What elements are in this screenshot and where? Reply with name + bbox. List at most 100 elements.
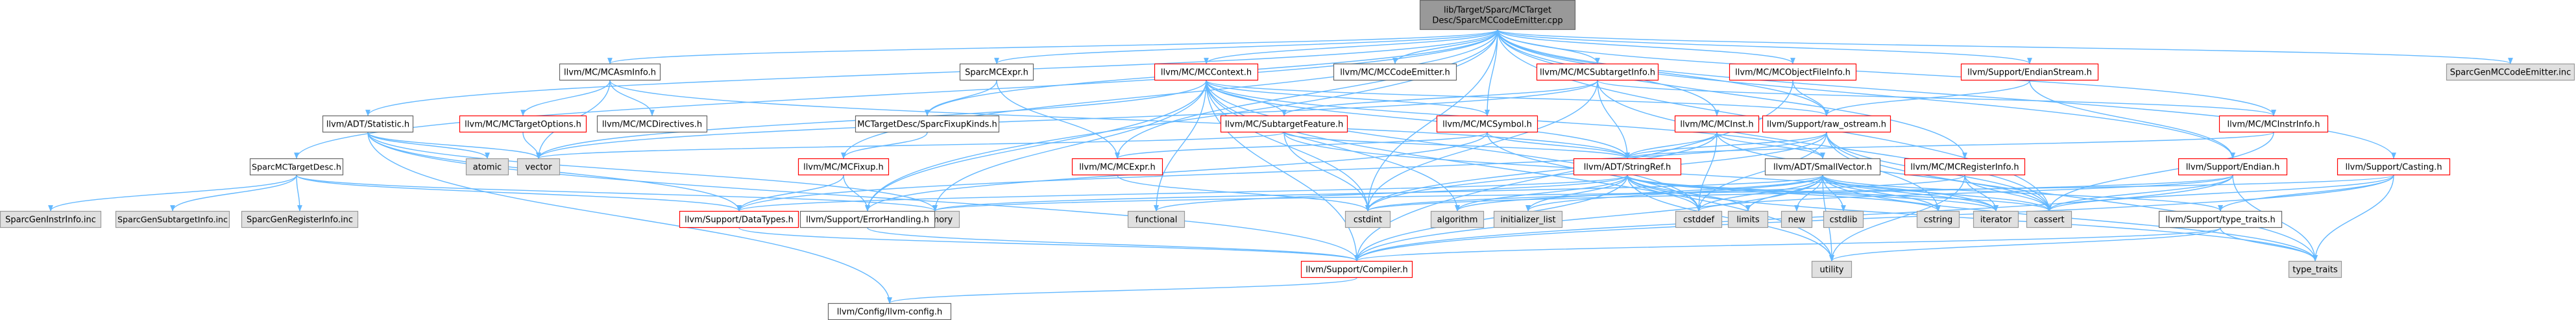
edge-MCFixup-to-DataTypes [736,175,844,212]
node-SparcGenMCCodeEmitter: SparcGenMCCodeEmitter.inc [2446,63,2575,81]
node-SparcMCTargetDesc[interactable]: SparcMCTargetDesc.h [249,158,344,176]
node-Compiler[interactable]: llvm/Support/Compiler.h [1300,260,1413,278]
node-MCAsmInfo[interactable]: llvm/MC/MCAsmInfo.h [559,63,661,81]
edge-raw_ostream-to-type_traits [1826,132,2318,262]
node-raw_ostream[interactable]: llvm/Support/raw_ostream.h [1762,115,1891,133]
node-SparcGenSubtargetInfo: SparcGenSubtargetInfo.inc [115,210,230,228]
node-SparcFixupKinds[interactable]: MCTargetDesc/SparcFixupKinds.h [855,115,1000,133]
node-box-limits [1727,210,1769,228]
edge-MCSubtargetInfo-to-vector [536,80,1598,159]
node-MCContext[interactable]: llvm/MC/MCContext.h [1154,63,1259,81]
edge-Statistic-to-Compiler [367,132,1359,262]
edge-root-to-MCContext [1204,29,1498,64]
node-label-vector: vector [525,163,552,173]
node-label-functional: functional [1136,215,1178,225]
node-limits: limits [1727,210,1769,228]
node-vector: vector [516,158,561,176]
node-box-Endian [2178,158,2288,176]
edge-MCContext-to-ErrorHandling [865,80,1207,212]
edge-root-to-MCSymbol [1485,29,1498,116]
node-label-atomic: atomic [473,163,502,173]
node-MCInst[interactable]: llvm/MC/MCInst.h [1674,115,1760,133]
node-box-SparcGenInstrInfo [0,210,102,228]
node-SparcMCExpr[interactable]: SparcMCExpr.h [959,63,1034,81]
edge-MCContext-to-MCSubtargetFeature [1206,80,1287,116]
node-MCExpr[interactable]: llvm/MC/MCExpr.h [1071,158,1163,176]
node-box-SparcGenSubtargetInfo [115,210,230,228]
node-label-cstddef: cstddef [1683,215,1715,225]
edge-MCSymbol-to-ErrorHandling [865,132,1488,212]
node-Endian[interactable]: llvm/Support/Endian.h [2178,158,2288,176]
edge-MCContext-to-Compiler [1206,80,1359,262]
node-StringRef[interactable]: llvm/ADT/StringRef.h [1573,158,1682,176]
node-box-MCAsmInfo [559,63,661,81]
edge-MCInst-to-StringRef [1625,132,1718,159]
node-box-iterator [1973,210,2019,228]
node-MCTargetOptions[interactable]: llvm/MC/MCTargetOptions.h [459,115,587,133]
edge-MCContext-to-MCSymbol [1206,80,1490,116]
edge-raw_ostream-to-StringRef [1625,132,1827,159]
node-DataTypes[interactable]: llvm/Support/DataTypes.h [679,210,799,228]
edge-MCSubtargetInfo-to-MCSubtargetFeature [1282,80,1598,116]
node-functional: functional [1127,210,1185,228]
node-label-cassert: cassert [2034,215,2064,225]
edge-StringRef-to-DataTypes [736,175,1628,212]
node-SparcGenInstrInfo: SparcGenInstrInfo.inc [0,210,102,228]
node-box-StringRef [1573,158,1682,176]
node-SmallVector[interactable]: llvm/ADT/SmallVector.h [1764,158,1881,176]
node-box-MCObjectFileInfo [1729,63,1857,81]
node-MCInstrInfo[interactable]: llvm/MC/MCInstrInfo.h [2218,115,2329,133]
node-ErrorHandling[interactable]: llvm/Support/ErrorHandling.h [799,210,936,228]
edge-SparcMCTargetDesc-to-SparcGenInstrInfo [48,175,297,212]
edge-MCContext-to-raw_ostream [1206,80,1829,116]
node-label-initializer_list: initializer_list [1500,215,1555,225]
edge-SparcMCExpr-to-SparcFixupKinds [925,80,997,116]
node-label-MCSymbol: llvm/MC/MCSymbol.h [1442,120,1532,130]
node-iterator: iterator [1973,210,2019,228]
edge-Casting-to-cassert [2047,175,2394,212]
edge-MCSubtargetInfo-to-cstdint [1365,80,1598,212]
node-MCObjectFileInfo[interactable]: llvm/MC/MCObjectFileInfo.h [1729,63,1857,81]
node-label-MCFixup: llvm/MC/MCFixup.h [803,163,884,173]
edge-raw_ostream-to-DataTypes [736,132,1827,212]
edge-MCRegisterInfo-to-cassert [1964,175,2052,212]
node-label-SparcMCExpr: SparcMCExpr.h [965,68,1028,78]
edge-type_traits_h-to-type_traits [2220,227,2318,262]
node-label-StringRef: llvm/ADT/StringRef.h [1584,163,1671,173]
node-label-EndianStream: llvm/Support/EndianStream.h [1967,68,2092,78]
node-MCSubtargetFeature[interactable]: llvm/MC/SubtargetFeature.h [1220,115,1348,133]
edge-layer [48,29,2513,304]
node-cstring: cstring [1916,210,1960,228]
node-MCDirectives[interactable]: llvm/MC/MCDirectives.h [596,115,708,133]
node-MCRegisterInfo[interactable]: llvm/MC/MCRegisterInfo.h [1904,158,2026,176]
edge-MCSubtargetInfo-to-StringRef [1597,80,1630,159]
node-MCSubtargetInfo[interactable]: llvm/MC/MCSubtargetInfo.h [1536,63,1659,81]
node-MCCodeEmitter[interactable]: llvm/MC/MCCodeEmitter.h [1333,63,1457,81]
edge-SmallVector-to-cstdlib [1822,175,1846,212]
edge-root-to-raw_ostream [1497,29,1829,116]
node-EndianStream[interactable]: llvm/Support/EndianStream.h [1960,63,2099,81]
node-llvm_config[interactable]: llvm/Config/llvm-config.h [827,302,952,320]
edge-MCInstrInfo-to-StringRef [1625,132,2274,159]
node-box-MCRegisterInfo [1904,158,2026,176]
node-box-type_traits_h [2158,210,2283,228]
node-Casting[interactable]: llvm/Support/Casting.h [2337,158,2451,176]
node-label-llvm_config: llvm/Config/llvm-config.h [837,308,942,317]
node-cassert: cassert [2026,210,2072,228]
node-box-utility [1811,260,1853,278]
edge-DataTypes-to-Compiler [738,227,1359,262]
node-type_traits: type_traits [2288,260,2342,278]
edge-MCSubtargetInfo-to-cassert [1597,80,2052,212]
node-type_traits_h[interactable]: llvm/Support/type_traits.h [2158,210,2283,228]
node-box-Casting [2337,158,2451,176]
node-label-MCObjectFileInfo: llvm/MC/MCObjectFileInfo.h [1735,68,1851,78]
node-label-MCInstrInfo: llvm/MC/MCInstrInfo.h [2228,120,2320,130]
node-box-MCSubtargetFeature [1220,115,1348,133]
node-MCFixup[interactable]: llvm/MC/MCFixup.h [797,158,890,176]
node-MCSymbol[interactable]: llvm/MC/MCSymbol.h [1436,115,1538,133]
node-Statistic[interactable]: llvm/ADT/Statistic.h [322,115,414,133]
node-label-type_traits_h: llvm/Support/type_traits.h [2165,215,2276,225]
edge-MCTargetOptions-to-vector [522,132,541,159]
